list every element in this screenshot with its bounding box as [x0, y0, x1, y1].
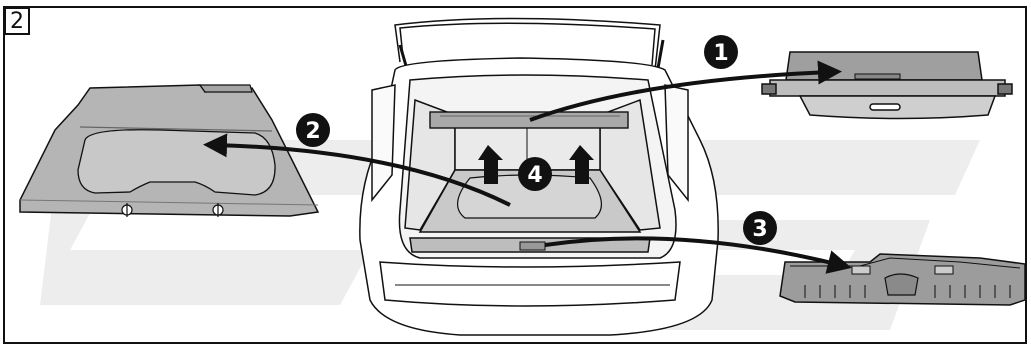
- cargo-cover-installed: [430, 112, 628, 128]
- badge-4: 4: [518, 157, 552, 191]
- svg-text:2: 2: [305, 119, 320, 144]
- step-number: 2: [4, 7, 30, 35]
- badge-2: 2: [296, 113, 330, 147]
- svg-text:4: 4: [527, 163, 542, 188]
- badge-1: 1: [704, 35, 738, 69]
- sill-trim: [780, 254, 1025, 305]
- badge-3: 3: [743, 211, 777, 245]
- svg-text:3: 3: [752, 217, 767, 242]
- svg-text:1: 1: [713, 41, 728, 66]
